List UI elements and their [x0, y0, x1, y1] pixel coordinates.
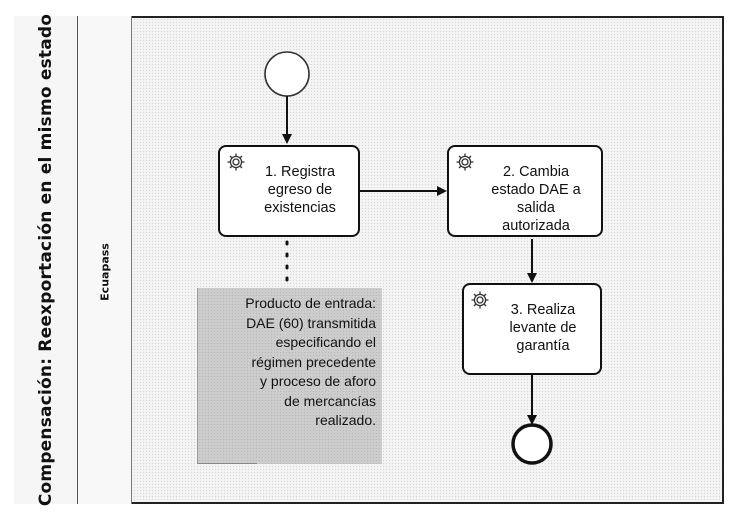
task-1-label: 1. Registra egreso de existencias [264, 164, 336, 216]
task-2-label: 2. Cambia estado DAE a salida autorizada [491, 164, 581, 234]
task-3[interactable]: 3. Realiza levante de garantía [462, 283, 602, 375]
gear-icon [456, 153, 474, 171]
pool-header [14, 16, 78, 504]
diagram-frame [14, 16, 724, 504]
lane-header [78, 16, 132, 504]
gear-icon [471, 291, 489, 309]
task-3-label: 3. Realiza levante de garantía [509, 302, 577, 354]
annotation-note: Producto de entrada: DAE (60) transmitid… [197, 288, 382, 464]
end-event[interactable] [511, 423, 553, 465]
gear-icon [227, 153, 245, 171]
start-event[interactable] [264, 51, 310, 97]
task-2[interactable]: 2. Cambia estado DAE a salida autorizada [447, 145, 603, 237]
task-1[interactable]: 1. Registra egreso de existencias [218, 145, 360, 237]
annotation-bracket [197, 463, 257, 464]
